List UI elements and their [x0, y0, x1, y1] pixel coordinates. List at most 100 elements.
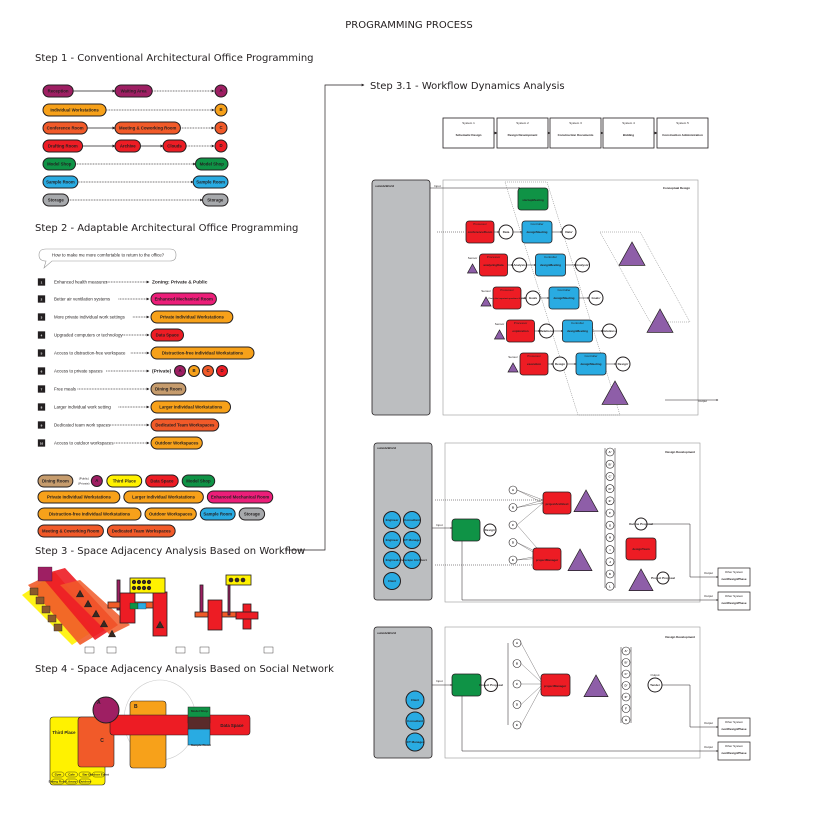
- sensor-label: Sensor: [508, 355, 518, 359]
- room-pill-label: Meeting & Coworking Room: [119, 126, 176, 131]
- processor-box: [542, 491, 572, 515]
- outline-proposal-node-label: Outline Proposal: [629, 522, 653, 526]
- workstation-block: [53, 623, 63, 632]
- number-box: [37, 313, 46, 321]
- room-pill-label: Storage: [207, 198, 224, 203]
- actor-circle-label: ICT Manager: [406, 740, 425, 744]
- next-phase-label: nextDesignPhase: [721, 751, 746, 755]
- people-dot: [136, 579, 142, 585]
- other-system-box: [717, 741, 751, 761]
- third-place-item-label: Cafe: [68, 773, 75, 777]
- zone-c: [77, 716, 115, 768]
- third-place-item-label: Bar: [82, 773, 88, 777]
- number-box: [37, 349, 46, 357]
- actor-circle: [403, 531, 421, 549]
- system-number: System 5: [676, 121, 689, 125]
- panel-title: Design Development: [665, 635, 695, 639]
- zone-circle-label: D: [220, 368, 223, 373]
- zone-circle: [214, 139, 228, 153]
- column-node: [621, 681, 631, 690]
- output-line: [461, 696, 719, 752]
- sensor-label: Sensor: [468, 256, 478, 260]
- system-name: Bidding: [623, 133, 634, 137]
- item-text: Upgraded computers or technology: [54, 333, 123, 338]
- actor-circle-label: Consultant: [404, 518, 420, 522]
- number-label: 8: [41, 405, 43, 409]
- output-label: Output: [704, 721, 713, 725]
- zone-circle-label: D: [219, 143, 222, 148]
- number-label: 1: [41, 280, 43, 284]
- column-node-label: I: [610, 548, 611, 552]
- design-input-node: [483, 523, 497, 537]
- number-label: 10: [40, 441, 44, 445]
- people-dot: [146, 579, 152, 585]
- blue-block: [137, 602, 147, 610]
- space-chip: [37, 524, 104, 538]
- other-system-box: [717, 591, 751, 611]
- outside-world-label: outsideWorld: [377, 631, 396, 635]
- zone-b-label: B: [134, 704, 138, 710]
- number-box: [37, 385, 46, 393]
- zone-circle-label: B: [192, 368, 195, 373]
- actor-circle: [403, 551, 421, 569]
- item-text: Enhanced health measures: [54, 280, 108, 285]
- designer-label: startupMeeting: [522, 198, 544, 202]
- design-team-name: designTeam: [632, 547, 650, 551]
- tender-node-label: Tender: [650, 683, 661, 687]
- people-dot: [131, 585, 137, 591]
- column-node-label: D': [625, 684, 628, 688]
- system-box: [442, 117, 495, 149]
- next-phase-label: nextDesignPhase: [721, 577, 746, 581]
- input-label: Input: [436, 679, 443, 683]
- other-system-label: Other System: [725, 570, 744, 574]
- system-name: Construction Administration: [662, 133, 703, 137]
- question-text: How to make me more comfortable to retur…: [52, 253, 165, 258]
- project-proposal-node-label: Project Proposal: [651, 576, 675, 580]
- design-development-frame: [444, 442, 701, 603]
- processor-label: Processor: [487, 255, 501, 259]
- system-box: [496, 117, 549, 149]
- system-number: System 4: [622, 121, 635, 125]
- column-node-label: F: [625, 707, 627, 711]
- number-label: 9: [41, 423, 43, 427]
- purple-column: [227, 584, 231, 616]
- outside-world-box: [373, 442, 433, 601]
- system-name: Construction Documents: [558, 133, 594, 137]
- column-node: [605, 459, 615, 469]
- terminal-box: [84, 646, 95, 654]
- output-label: Output: [650, 673, 659, 677]
- sensor-triangle-large: [646, 308, 674, 333]
- designer-box: [451, 673, 482, 697]
- workstation-block: [41, 605, 51, 614]
- number-box: [37, 331, 46, 339]
- letter-node-label: A: [512, 488, 515, 492]
- output-label: Output: [704, 594, 713, 598]
- item-text: Dedicated team work spaces: [54, 423, 111, 428]
- actor-circle-label: Client: [411, 698, 419, 702]
- processor-label: Processor: [473, 222, 487, 226]
- controller-name: designMeeting: [580, 362, 601, 366]
- space-chip: [37, 507, 142, 521]
- room-pill-label: Model Shop: [47, 162, 72, 167]
- room-pill-label: Sample Room: [196, 180, 225, 185]
- sensor-label: Sensor: [481, 289, 491, 293]
- processor-name: execution: [527, 362, 541, 366]
- third-place-item-label: Library: [66, 780, 77, 784]
- letter-node-label: C: [516, 682, 519, 686]
- zone-circle: [202, 365, 214, 377]
- link-line: [520, 642, 542, 681]
- column-node-label: B': [625, 661, 628, 665]
- column-node-label: A': [609, 450, 612, 454]
- sensor-triangle: [628, 568, 654, 591]
- step31-heading: Step 3.1 - Workflow Dynamics Analysis: [370, 81, 565, 92]
- space-chip: [206, 490, 274, 504]
- actor-circle: [383, 551, 401, 569]
- page-title: PROGRAMMING PROCESS: [345, 20, 472, 31]
- sensor-triangle: [107, 629, 117, 638]
- output-line: [662, 684, 719, 728]
- input-node-label: Relations: [540, 329, 554, 333]
- output-node-label: Design': [618, 362, 629, 366]
- column-node-label: C': [609, 475, 612, 479]
- processor-box: [540, 673, 571, 697]
